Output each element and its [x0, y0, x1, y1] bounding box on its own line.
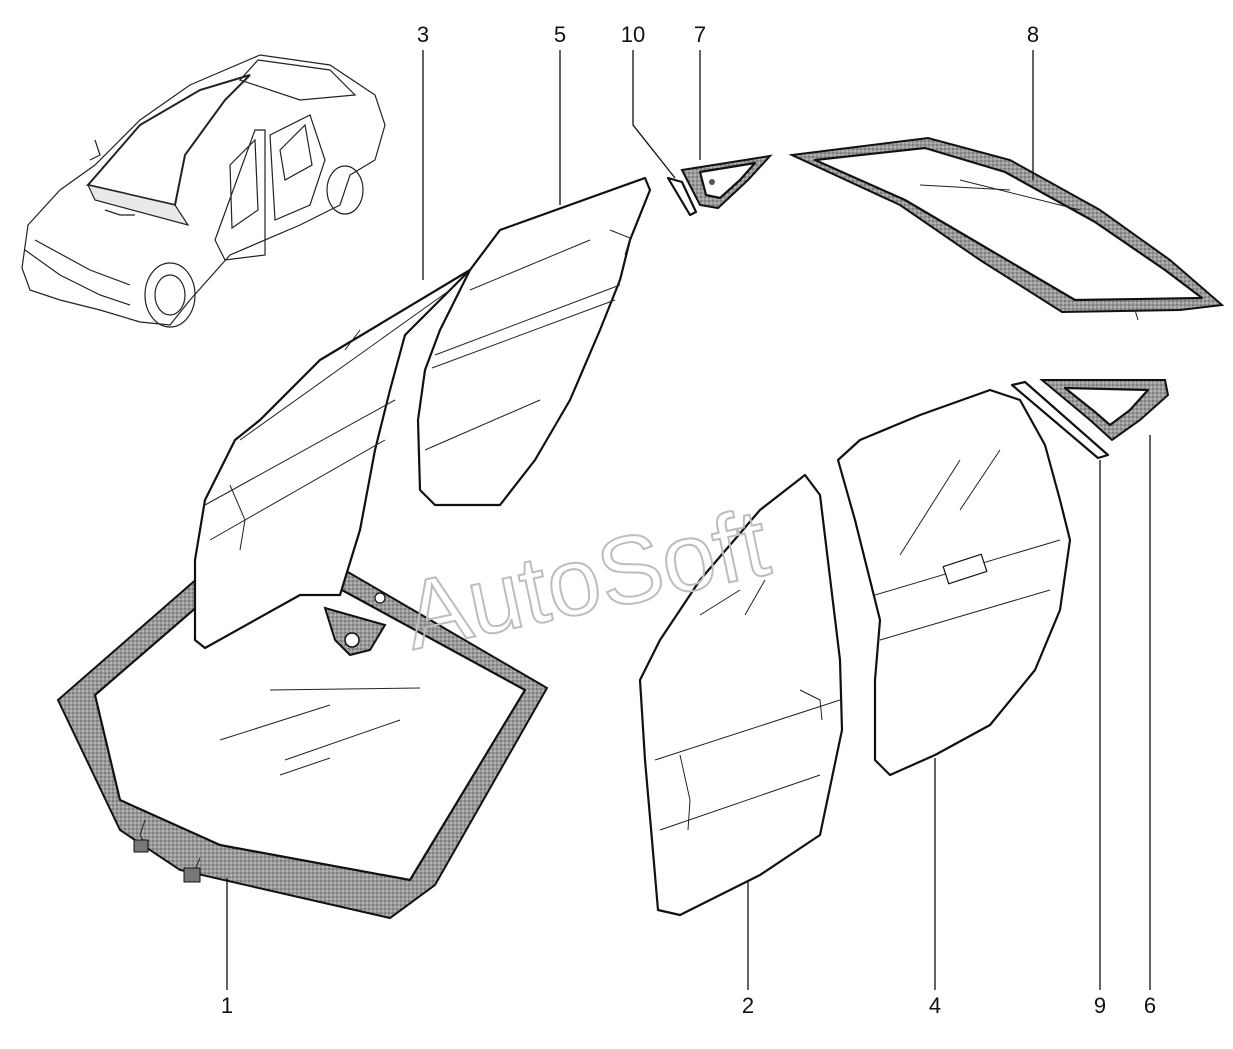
- callout-7: 7: [694, 22, 706, 47]
- front-left-door-glass-part: [193, 268, 472, 650]
- quarter-glass-7-part: [680, 154, 773, 210]
- seal-strip-9-part: [1010, 380, 1110, 460]
- rear-window-part: [788, 136, 1225, 321]
- car-overview-illustration: [21, 54, 386, 328]
- callout-6: 6: [1144, 993, 1156, 1018]
- seal-strip-10-part: [666, 176, 698, 217]
- callouts: 1 2 3 4 5 6 7 8 9 10: [221, 22, 1156, 1018]
- rear-right-door-glass-part: [836, 388, 1072, 777]
- callout-5: 5: [554, 22, 566, 47]
- callout-9: 9: [1094, 993, 1106, 1018]
- callout-10: 10: [621, 22, 645, 47]
- callout-2: 2: [742, 993, 754, 1018]
- rear-left-door-glass-part: [416, 176, 652, 507]
- front-right-door-glass-part: [638, 473, 844, 917]
- callout-4: 4: [929, 993, 941, 1018]
- callout-3: 3: [417, 22, 429, 47]
- leader-lines: [226, 50, 1151, 990]
- callout-8: 8: [1027, 22, 1039, 47]
- callout-1: 1: [221, 993, 233, 1018]
- rear-quarter-glass-6-part: [1039, 379, 1170, 442]
